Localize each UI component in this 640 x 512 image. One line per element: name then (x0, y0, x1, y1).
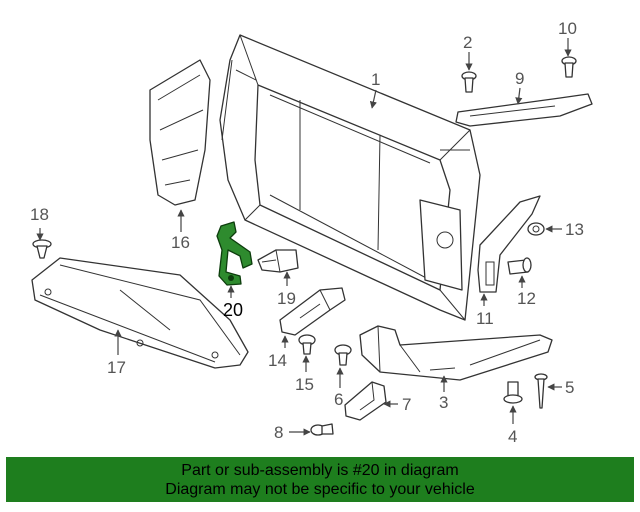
bolt-12 (507, 257, 532, 275)
info-banner: Part or sub-assembly is #20 in diagram D… (6, 457, 634, 502)
bolt-8 (310, 423, 334, 436)
callout-11: 11 (476, 309, 494, 328)
callout-2: 2 (463, 33, 472, 52)
callout-4: 4 (508, 427, 517, 446)
callout-20: 20 (223, 300, 243, 320)
banner-line-1: Part or sub-assembly is #20 in diagram (181, 461, 459, 479)
callout-1: 1 (371, 70, 380, 89)
parts-diagram: 1 2 10 9 16 18 20 19 13 12 11 17 14 15 6… (30, 19, 593, 446)
side-bracket (455, 93, 593, 127)
bolt-6 (334, 344, 352, 366)
banner-line-2: Diagram may not be specific to your vehi… (165, 480, 475, 498)
bolt-15 (298, 334, 316, 355)
bolt-2 (461, 71, 477, 93)
mounting-bracket (344, 381, 387, 421)
bolt-10 (561, 56, 577, 78)
callout-14: 14 (268, 351, 287, 370)
callout-8: 8 (274, 423, 283, 442)
callout-17: 17 (107, 358, 126, 377)
clip-13 (527, 222, 545, 236)
callout-16: 16 (171, 233, 190, 252)
callout-6: 6 (334, 390, 343, 409)
upper-rail-bracket (359, 325, 553, 381)
sensor (257, 249, 299, 273)
leader-lines (36, 38, 572, 436)
callout-12: 12 (517, 289, 536, 308)
push-clip (32, 239, 52, 259)
radiator-support-frame (219, 34, 481, 321)
callout-19: 19 (277, 289, 296, 308)
callout-13: 13 (565, 220, 584, 239)
callout-5: 5 (565, 378, 574, 397)
callout-15: 15 (295, 375, 314, 394)
bolt-4 (503, 381, 523, 404)
lower-air-deflector (31, 257, 249, 369)
highlighted-bracket-part-20 (216, 221, 253, 286)
callout-3: 3 (439, 393, 448, 412)
callout-18: 18 (30, 205, 49, 224)
retaining-pin (534, 373, 548, 409)
callout-7: 7 (402, 395, 411, 414)
callout-10: 10 (558, 19, 577, 38)
right-side-member (477, 195, 541, 293)
small-bracket (279, 287, 346, 336)
callout-9: 9 (515, 69, 524, 88)
left-air-guide (149, 59, 211, 206)
